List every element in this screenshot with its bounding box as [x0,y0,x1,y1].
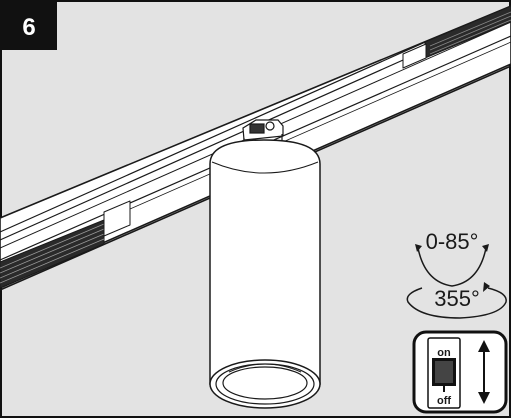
switch-off-label: off [437,395,451,407]
track-adapter [242,119,284,145]
step-number: 6 [22,14,35,41]
step-badge: 6 [2,2,57,50]
pan-arc [406,287,507,319]
fixture-lens [222,366,308,400]
switch-indicator: on off [412,330,508,414]
fixture-body [209,139,321,385]
tilt-angle-label: 0-85° [426,229,479,254]
pan-angle-label: 355° [434,286,480,311]
pan-arrow-icon [483,282,490,292]
switch-on-label: on [437,347,451,359]
tilt-arrow-right-icon [482,244,489,252]
tilt-arc [417,247,487,287]
rotation-indicator: 0-85° 355° [406,229,507,319]
track-spotlight [209,119,321,409]
tilt-arrow-left-icon [415,244,422,252]
